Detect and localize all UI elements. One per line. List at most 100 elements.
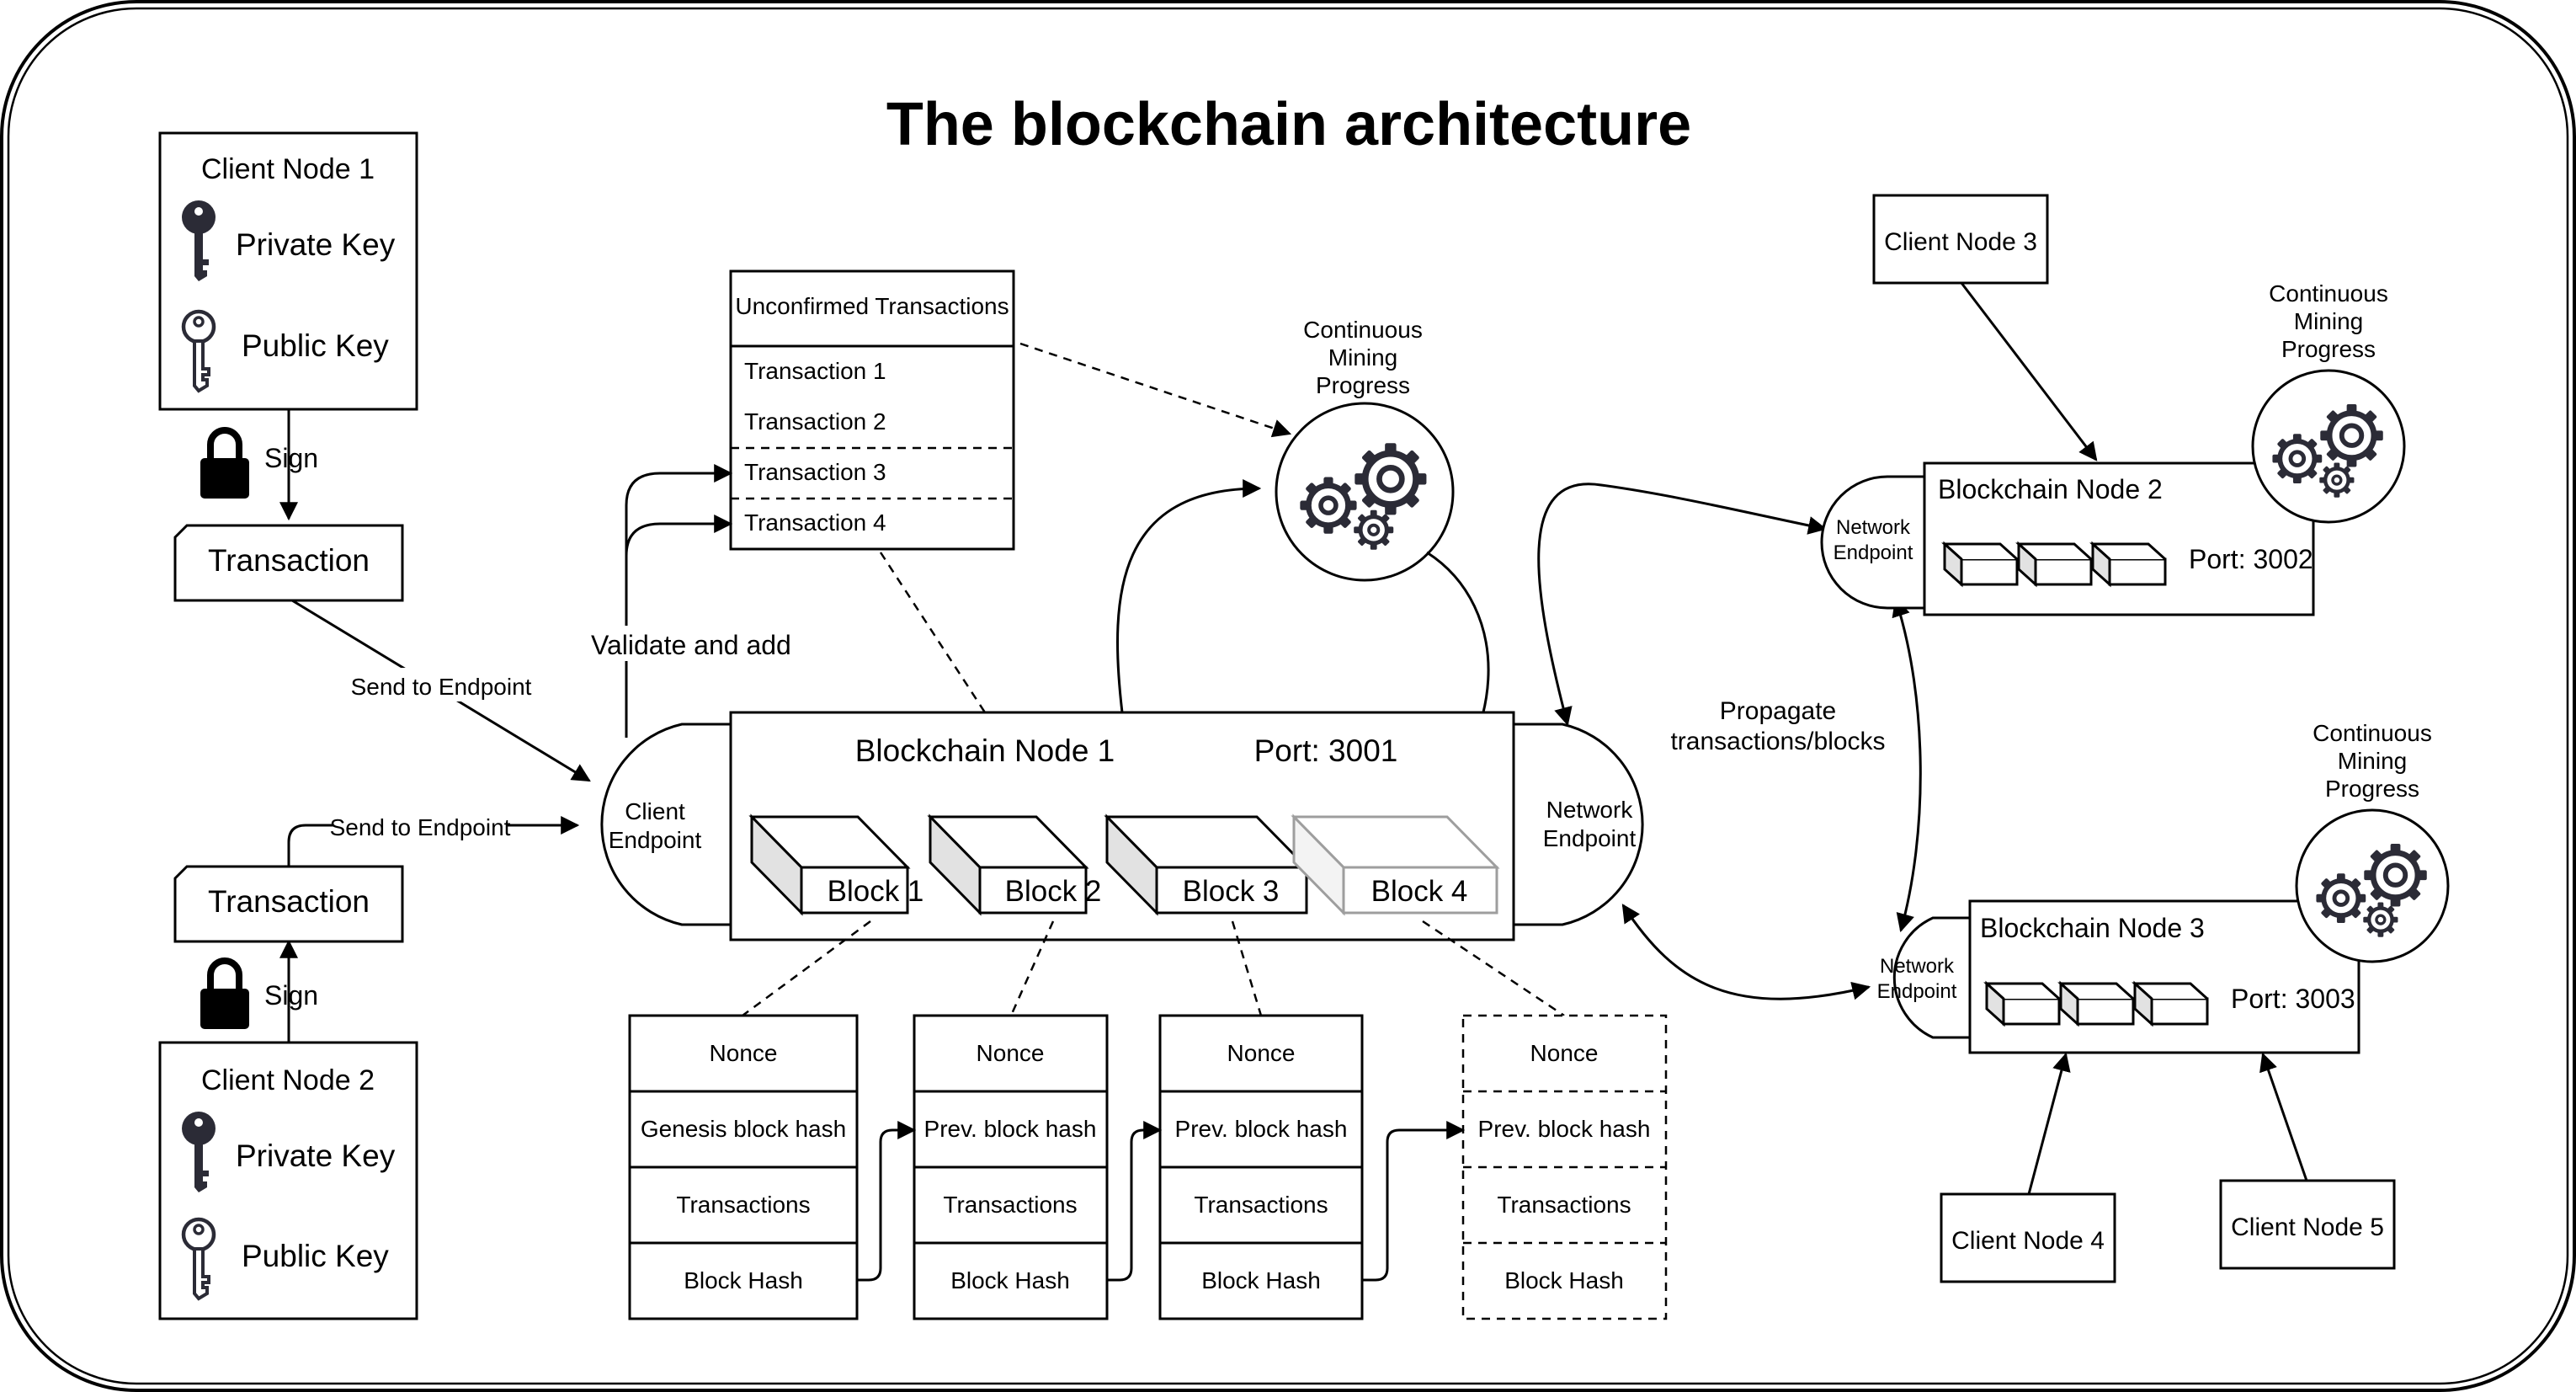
node-1-port: Port: 3001 bbox=[1254, 733, 1398, 768]
send-label-2-bg bbox=[333, 808, 507, 842]
client-node-1: Client Node 1 Private Key Public Key bbox=[158, 131, 418, 411]
node-2-title: Blockchain Node 2 bbox=[1938, 474, 2163, 504]
sign-label-1: Sign bbox=[264, 443, 318, 473]
client-node-2-public-key: Public Key bbox=[242, 1239, 389, 1273]
send-arrow-2 bbox=[287, 816, 580, 867]
client-node-5-label: Client Node 5 bbox=[2231, 1213, 2384, 1241]
client4-arrow bbox=[2027, 1052, 2071, 1195]
block-detail-field: Block Hash bbox=[1201, 1267, 1321, 1293]
client5-arrow bbox=[2259, 1052, 2308, 1181]
block-detail-field: Transactions bbox=[1194, 1192, 1328, 1218]
mining-label: Continuous bbox=[2269, 280, 2388, 307]
node2-node3-link bbox=[1892, 597, 1922, 933]
block-1: Block 1 bbox=[748, 813, 923, 916]
client-node-2-title: Client Node 2 bbox=[201, 1064, 375, 1096]
lock-icon bbox=[200, 430, 249, 499]
block-detail-field: Genesis block hash bbox=[641, 1116, 846, 1142]
mining-progress-3: Continuous Mining Progress bbox=[2295, 720, 2450, 963]
validate-arrow-1 bbox=[625, 464, 733, 738]
unconfirmed-to-mining-link bbox=[1019, 342, 1292, 438]
transaction-card-2-label: Transaction bbox=[208, 884, 370, 919]
blockchain-node-2: Network Endpoint Blockchain Node 2 Port:… bbox=[1820, 461, 2315, 616]
block-detail-field: Block Hash bbox=[950, 1267, 1070, 1293]
network-endpoint-label: Network bbox=[1880, 955, 1955, 978]
send-label-1: Send to Endpoint bbox=[351, 674, 532, 700]
block-3-details: Nonce Prev. block hash Transactions Bloc… bbox=[1158, 1014, 1364, 1320]
unconfirmed-item: Transaction 4 bbox=[744, 509, 886, 536]
network-endpoint-label: Network bbox=[1546, 797, 1634, 823]
blockchain-node-3: Network Endpoint Blockchain Node 3 Port:… bbox=[1877, 899, 2360, 1054]
unconfirmed-header: Unconfirmed Transactions bbox=[735, 293, 1009, 319]
lock-icon bbox=[200, 961, 249, 1029]
propagate-label: Propagate bbox=[1720, 697, 1836, 725]
mining-label: Progress bbox=[2281, 336, 2376, 362]
block-detail-field: Transactions bbox=[1497, 1192, 1631, 1218]
block-detail-field: Block Hash bbox=[684, 1267, 803, 1293]
client-node-2: Client Node 2 Private Key Public Key bbox=[158, 1041, 418, 1320]
mining-label: Continuous bbox=[1303, 317, 1423, 343]
sign-label-2: Sign bbox=[264, 980, 318, 1011]
unconfirmed-item: Transaction 1 bbox=[744, 358, 886, 384]
transaction-card-1-label: Transaction bbox=[208, 543, 370, 578]
block-detail-field: Block Hash bbox=[1504, 1267, 1624, 1293]
network-endpoint-1 bbox=[1512, 723, 1644, 926]
block-detail-field: Nonce bbox=[710, 1040, 778, 1066]
block-3: Block 3 bbox=[1104, 813, 1310, 916]
client-node-3-label: Client Node 3 bbox=[1884, 228, 2037, 256]
node-to-mining-arrow bbox=[1115, 479, 1262, 713]
unconfirmed-to-node-link bbox=[879, 552, 987, 713]
validate-label: Validate and add bbox=[591, 630, 791, 660]
mining-label: Progress bbox=[2325, 776, 2419, 802]
hash-chain-arrow-1 bbox=[857, 1121, 917, 1282]
hash-chain-arrow-3 bbox=[1362, 1121, 1466, 1282]
block-label: Block 2 bbox=[1005, 875, 1102, 908]
validate-label-bg bbox=[589, 626, 785, 661]
block-2: Block 2 bbox=[927, 813, 1102, 916]
block-label: Block 3 bbox=[1183, 875, 1280, 908]
hash-chain-arrow-2 bbox=[1107, 1121, 1163, 1282]
client-endpoint-label: Endpoint bbox=[609, 827, 702, 853]
node-1-title: Blockchain Node 1 bbox=[855, 733, 1115, 768]
block-detail-field: Nonce bbox=[1227, 1040, 1296, 1066]
client-endpoint-label: Client bbox=[625, 798, 685, 824]
block-detail-field: Nonce bbox=[1530, 1040, 1599, 1066]
client-endpoint bbox=[600, 723, 732, 926]
propagate-label: transactions/blocks bbox=[1670, 728, 1885, 755]
network-endpoint-label: Endpoint bbox=[1834, 541, 1913, 564]
client-node-5: Client Node 5 bbox=[2219, 1179, 2396, 1270]
transaction-card-2: Transaction bbox=[173, 865, 404, 943]
block-2-details: Nonce Prev. block hash Transactions Bloc… bbox=[913, 1014, 1109, 1320]
mining-label: Continuous bbox=[2313, 720, 2432, 746]
network-endpoint-2 bbox=[1820, 475, 1926, 610]
block-detail-field: Nonce bbox=[977, 1040, 1045, 1066]
block-4-details: Nonce Prev. block hash Transactions Bloc… bbox=[1461, 1014, 1668, 1320]
block-4-detail-link bbox=[1422, 920, 1565, 1017]
block-detail-field: Prev. block hash bbox=[924, 1116, 1097, 1142]
client-node-3: Client Node 3 bbox=[1872, 194, 2049, 285]
node-3-title: Blockchain Node 3 bbox=[1980, 913, 2205, 943]
mining-label: Progress bbox=[1316, 372, 1410, 398]
block-4: Block 4 bbox=[1291, 813, 1500, 916]
transaction-card-1: Transaction bbox=[173, 524, 404, 602]
block-detail-field: Transactions bbox=[943, 1192, 1077, 1218]
mining-label: Mining bbox=[2294, 308, 2363, 334]
mining-label: Mining bbox=[1328, 344, 1397, 371]
block-detail-field: Prev. block hash bbox=[1478, 1116, 1651, 1142]
node1-node2-link bbox=[1537, 483, 1828, 727]
unconfirmed-item: Transaction 3 bbox=[744, 459, 886, 485]
diagram-title: The blockchain architecture bbox=[886, 91, 1691, 158]
block-label: Block 4 bbox=[1371, 875, 1468, 908]
block-1-details: Nonce Genesis block hash Transactions Bl… bbox=[628, 1014, 859, 1320]
block-2-detail-link bbox=[1009, 920, 1055, 1016]
send-label-2: Send to Endpoint bbox=[330, 814, 511, 840]
mining-progress-2: Continuous Mining Progress bbox=[2251, 280, 2406, 524]
node1-node3-link bbox=[1621, 904, 1871, 1000]
mining-progress-1: Continuous Mining Progress bbox=[1275, 317, 1455, 582]
network-endpoint-3 bbox=[1892, 916, 1972, 1039]
client-node-4: Client Node 4 bbox=[1940, 1192, 2116, 1283]
network-endpoint-label: Network bbox=[1836, 516, 1911, 539]
block-detail-field: Prev. block hash bbox=[1175, 1116, 1348, 1142]
client-node-1-private-key: Private Key bbox=[236, 227, 396, 262]
network-endpoint-label: Endpoint bbox=[1877, 980, 1957, 1003]
